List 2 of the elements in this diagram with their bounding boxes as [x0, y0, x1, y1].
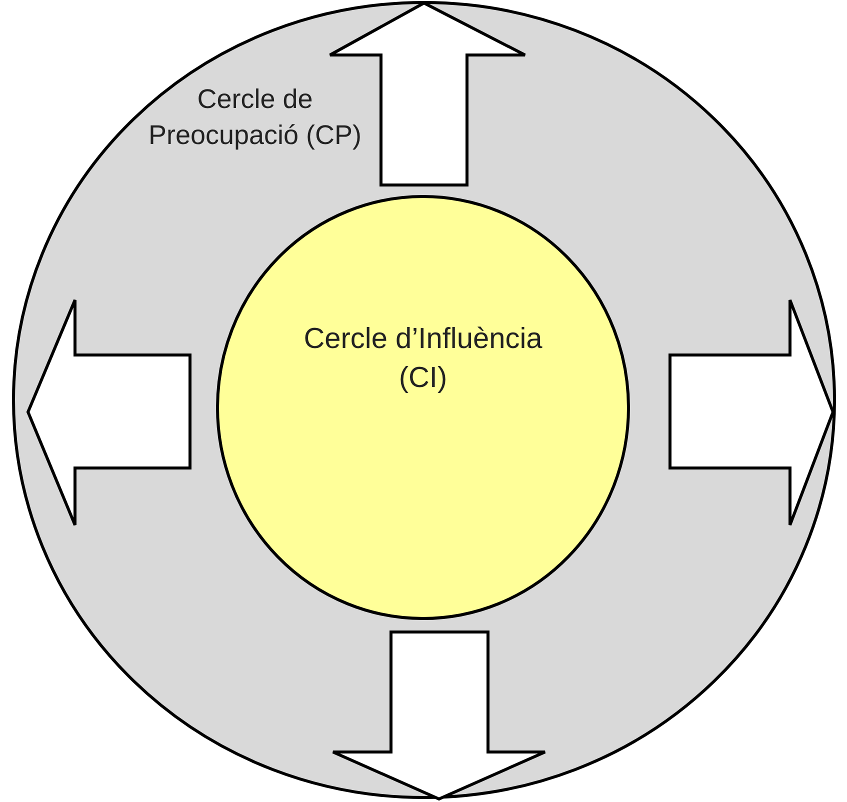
- circle-label: Cercle de Preocupació (CP): [147, 83, 363, 152]
- circle-label: Cercle d’Influència (CI): [302, 322, 544, 396]
